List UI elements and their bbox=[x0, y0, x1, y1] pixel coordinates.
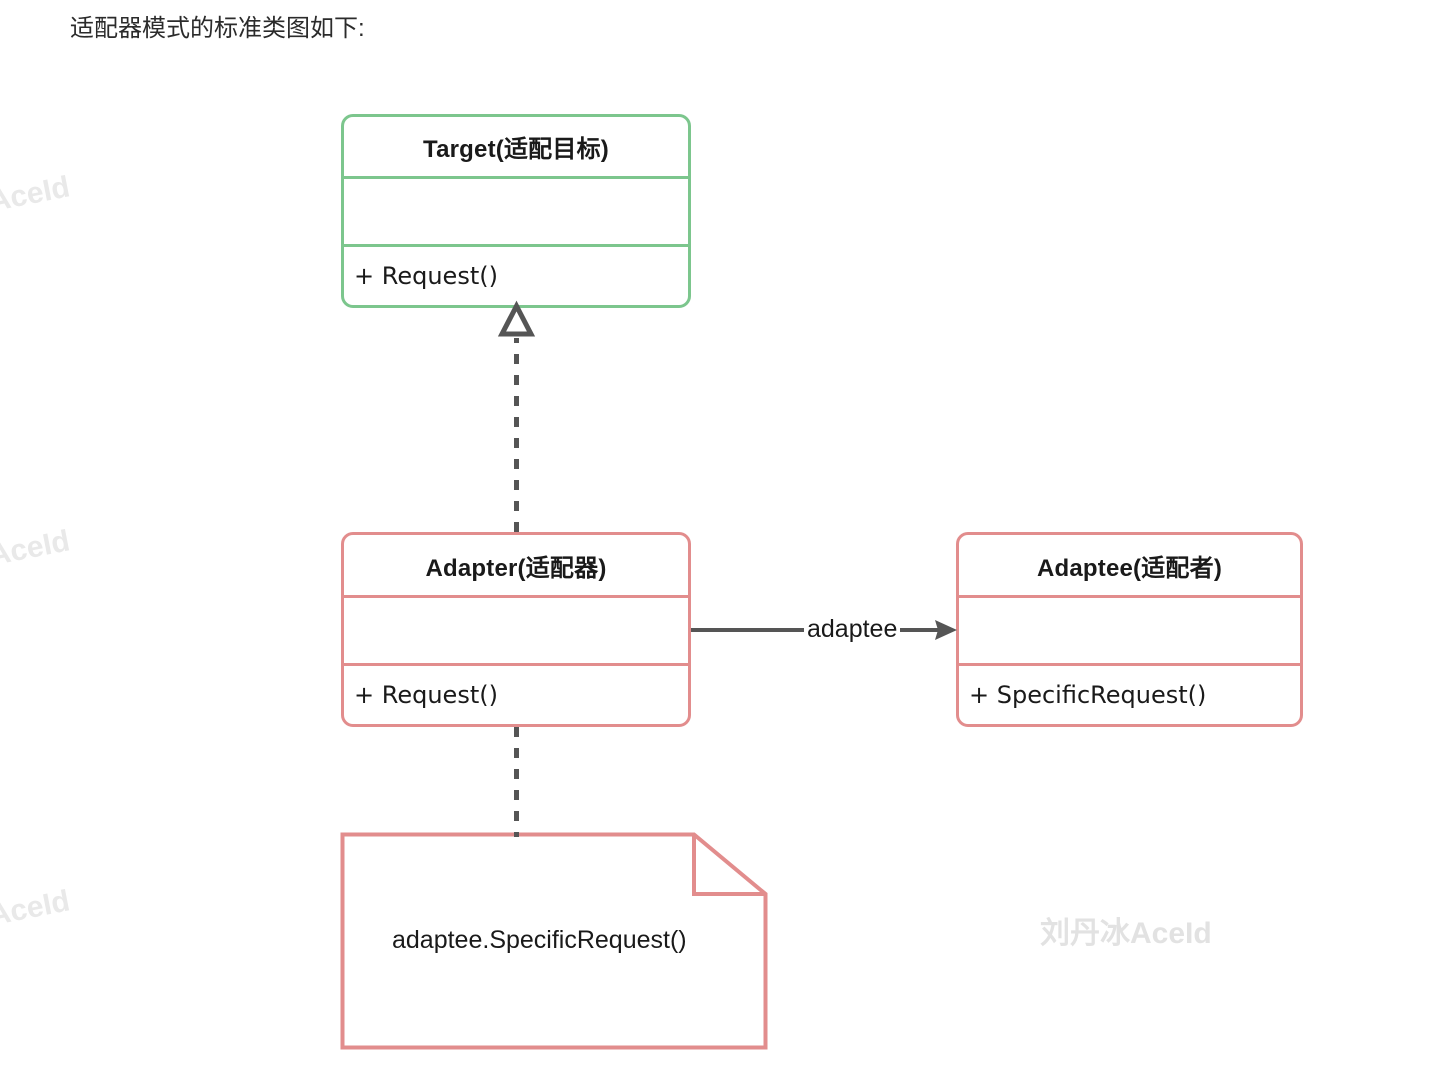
uml-class-target-name: Target(适配目标) bbox=[423, 136, 609, 163]
uml-class-adaptee-name: Adaptee(适配者) bbox=[1036, 554, 1223, 582]
uml-class-adaptee[interactable]: Adaptee(适配者) + SpecificRequest() bbox=[956, 532, 1303, 727]
uml-class-target[interactable]: Target(适配目标) + Request() bbox=[341, 114, 691, 308]
realization-arrow-icon bbox=[497, 300, 536, 532]
uml-note-adapter-body[interactable]: adaptee.SpecificRequest() bbox=[336, 828, 772, 1054]
connector-label-adaptee: adaptee bbox=[804, 615, 901, 644]
watermark-author: 刘丹冰AceId bbox=[1040, 917, 1212, 950]
uml-note-text: adaptee.SpecificRequest() bbox=[392, 926, 687, 954]
uml-class-target-operation-0: + Request() bbox=[344, 244, 688, 305]
watermark-left-middle: AceId bbox=[0, 524, 73, 573]
uml-class-adapter-operation-0: + Request() bbox=[344, 663, 688, 724]
uml-class-adapter[interactable]: Adapter(适配器) + Request() bbox=[341, 532, 691, 727]
uml-note-shape bbox=[340, 832, 768, 1050]
uml-class-adapter-attributes bbox=[344, 595, 688, 663]
uml-class-adapter-name: Adapter(适配器) bbox=[425, 554, 607, 582]
page-title: 适配器模式的标准类图如下: bbox=[70, 15, 365, 42]
note-anchor-line-icon bbox=[514, 727, 519, 837]
uml-class-target-attributes bbox=[344, 176, 688, 244]
uml-class-adaptee-attributes bbox=[959, 595, 1300, 663]
uml-class-adaptee-operation-0: + SpecificRequest() bbox=[959, 663, 1300, 724]
watermark-left-bottom: AceId bbox=[0, 884, 73, 933]
watermark-left-top: AceId bbox=[0, 170, 73, 219]
connector-realization-adapter-to-target[interactable] bbox=[490, 300, 546, 540]
connector-note-anchor-adapter-to-note[interactable] bbox=[505, 727, 529, 837]
